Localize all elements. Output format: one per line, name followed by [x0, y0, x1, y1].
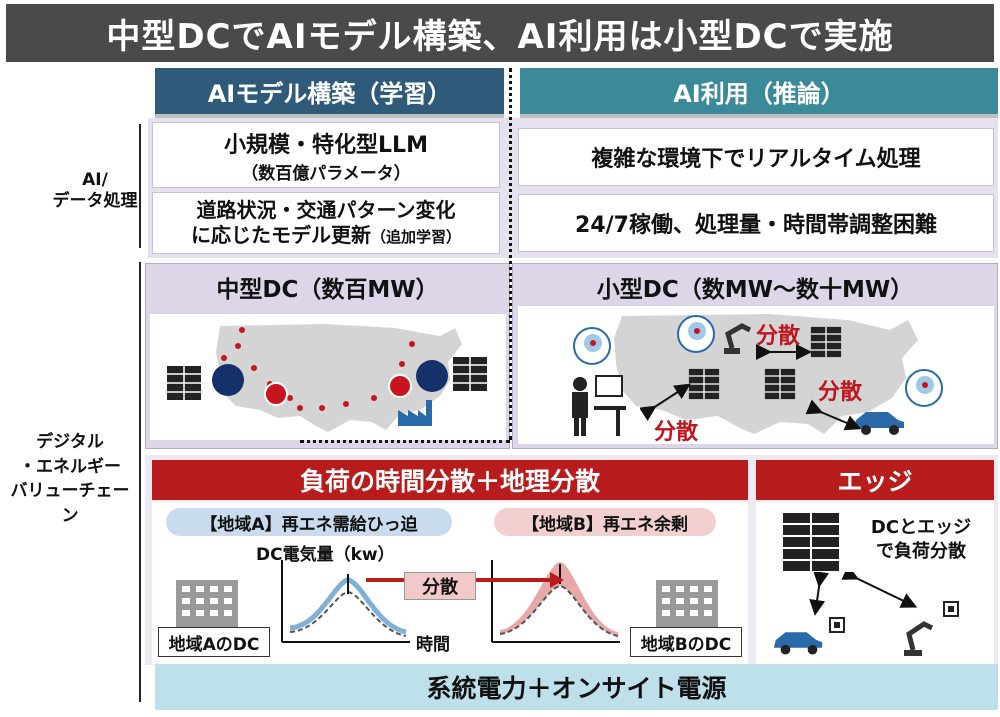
y-axis-label: DC電気量（kw）: [256, 545, 395, 565]
row-label-ai-data: AI/ データ処理: [52, 170, 138, 212]
dc-circle-south: [264, 382, 288, 406]
dc-a-label: 地域AのDC: [158, 627, 270, 657]
region-a-pill: 【地域A】再エネ需給ひっ迫: [166, 508, 452, 536]
llm-box-line1: 小規模・特化型LLM: [224, 132, 428, 158]
power-source-bar: 系統電力＋オンサイト電源: [155, 664, 998, 710]
dotted-divider-horizontal: [300, 440, 510, 443]
dc-circle-east: [388, 374, 412, 398]
ai-brain-icon: [572, 326, 612, 370]
model-update-line1: 道路状況・交通パターン変化: [196, 198, 456, 222]
distribute-label-top: 分散: [756, 324, 801, 349]
server-rack-icon: [782, 512, 840, 576]
mid-dc-title: 中型DC（数百MW）: [216, 277, 439, 303]
row-label-value-chain: デジタル ・エネルギー バリューチェーン: [10, 432, 130, 526]
shift-label: 分散: [404, 572, 476, 600]
factory-icon: [396, 396, 436, 432]
model-update-box: 道路状況・交通パターン変化 に応じたモデル更新（追加学習）: [152, 192, 500, 254]
model-update-suffix: （追加学習）: [370, 228, 461, 246]
header-ai-model-building: AIモデル構築（学習）: [155, 68, 504, 119]
server-rack-icon: [166, 365, 202, 405]
load-header: 負荷の時間分散＋地理分散: [152, 460, 748, 500]
mid-dc-map: [150, 314, 506, 440]
dispersion-arrows: [640, 344, 862, 431]
chip-icon: [940, 598, 962, 624]
server-rack-icon: [452, 356, 488, 396]
distribute-label-right: 分散: [818, 380, 863, 405]
server-rack-icon: [688, 368, 720, 404]
always-on-box: 24/7稼働、処理量・時間帯調整困難: [518, 194, 994, 252]
ai-brain-icon: [904, 368, 944, 412]
realtime-box: 複雑な環境下でリアルタイム処理: [518, 128, 994, 186]
edge-text-line2: で負荷分散: [876, 541, 966, 563]
header-left-label: AIモデル構築（学習）: [207, 79, 452, 108]
x-axis-label: 時間: [416, 635, 450, 655]
building-icon: [652, 572, 722, 632]
page-title: 中型DCでAIモデル構築、AI利用は小型DCで実施: [6, 4, 994, 62]
large-dc-circle-east: [416, 360, 448, 392]
edge-text: DCとエッジ で負荷分散: [856, 516, 986, 565]
llm-box-line2: （数百億パラメータ）: [241, 163, 411, 184]
small-dc-title: 小型DC（数MW～数十MW）: [596, 277, 914, 303]
robot-arm-icon: [720, 318, 754, 360]
edge-text-line1: DCとエッジ: [870, 517, 972, 538]
chip-icon: [826, 614, 848, 640]
model-update-line2: に応じたモデル更新: [190, 223, 371, 247]
row-divider-top: [139, 124, 141, 248]
distribute-label-bottom: 分散: [654, 420, 699, 445]
server-rack-icon: [764, 368, 796, 404]
car-icon: [850, 406, 908, 440]
robot-arm-icon: [900, 614, 934, 662]
edge-arrows: [809, 572, 918, 616]
ai-brain-icon: [676, 314, 716, 358]
region-b-pill: 【地域B】再エネ余剰: [494, 508, 716, 536]
car-icon: [770, 626, 826, 660]
server-rack-icon: [810, 326, 842, 362]
building-icon: [172, 572, 242, 632]
header-right-label: AI利用（推論）: [673, 79, 845, 108]
dc-b-label: 地域BのDC: [630, 627, 742, 657]
llm-box: 小規模・特化型LLM （数百億パラメータ）: [152, 122, 500, 188]
row-divider-bottom: [139, 262, 141, 702]
dotted-divider-vertical: [509, 68, 512, 440]
header-ai-usage: AI利用（推論）: [520, 68, 998, 119]
edge-header: エッジ: [756, 460, 994, 500]
operator-workstation-icon: [566, 372, 632, 442]
large-dc-circle-west: [212, 364, 244, 396]
